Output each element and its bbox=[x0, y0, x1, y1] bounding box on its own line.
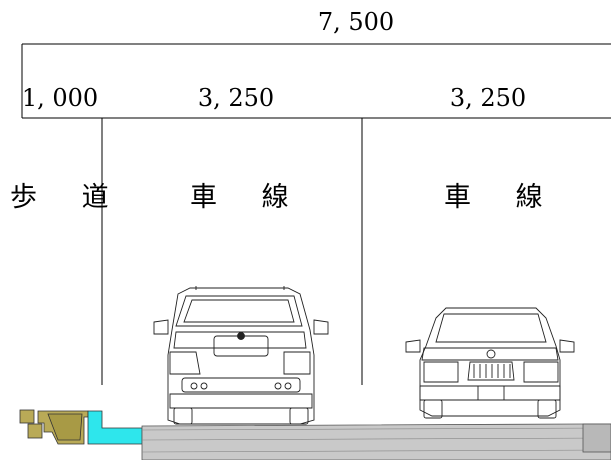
gutter-block bbox=[87, 410, 143, 445]
dimension-lane-right: 3, 250 bbox=[450, 84, 526, 112]
label-lane-right: 車 線 bbox=[444, 182, 561, 213]
suv-rear-view bbox=[153, 286, 329, 425]
dimension-total: 7, 500 bbox=[318, 8, 394, 36]
dimension-sidewalk: 1, 000 bbox=[22, 84, 98, 112]
sedan-front-view bbox=[405, 307, 575, 419]
pavement bbox=[141, 423, 611, 460]
label-lane-left: 車 線 bbox=[190, 182, 307, 213]
dimension-lane-left: 3, 250 bbox=[198, 84, 274, 112]
curb-block bbox=[19, 409, 89, 445]
dimension-lines bbox=[21, 43, 611, 385]
label-sidewalk: 歩 道 bbox=[10, 182, 127, 213]
